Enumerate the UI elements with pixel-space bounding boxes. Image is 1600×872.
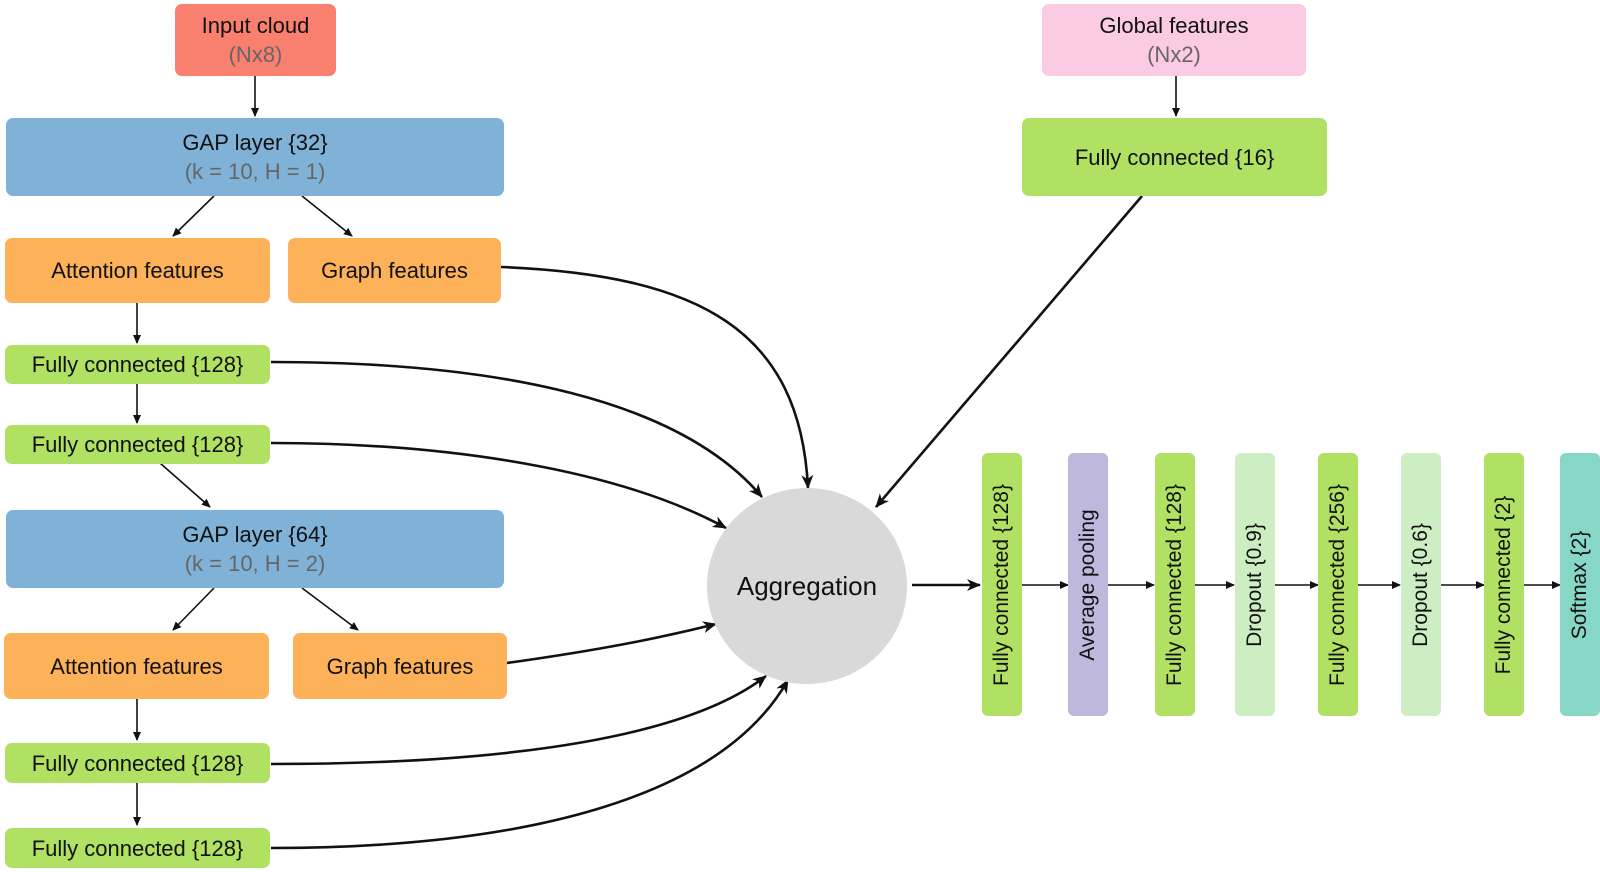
edge-graph1-aggregation (500, 265, 814, 489)
fully-connected-16-label: Fully connected {16} (1074, 144, 1275, 170)
global-features-title: Global features (1099, 13, 1249, 38)
graph-features-2-node: Graph features (293, 633, 507, 699)
gap-layer-64-title: GAP layer {64} (182, 522, 328, 547)
fully-connected-2a-label: Fully connected {128} (31, 750, 244, 776)
fully-connected-2b-label: Fully connected {128} (31, 835, 244, 861)
edge-gap2-attention2 (172, 587, 215, 631)
fully-connected-1a-node: Fully connected {128} (5, 345, 270, 384)
attention-features-2-node: Attention features (4, 633, 269, 699)
edge-gap2-graph2 (301, 587, 359, 631)
edge-gap1-graph1 (301, 195, 353, 237)
attention-features-1-label: Attention features (51, 258, 224, 283)
graph-features-1-node: Graph features (288, 238, 501, 303)
gap-layer-64-params: (k = 10, H = 2) (184, 551, 326, 576)
pipeline-label: Fully connected {128} (1163, 483, 1186, 686)
global-features-node: Global features (Nx2) (1042, 4, 1306, 76)
graph-features-2-label: Graph features (326, 653, 474, 679)
fully-connected-2b-node: Fully connected {128} (5, 828, 270, 868)
edge-fc2b-aggregation (270, 679, 790, 850)
gap-layer-32-node: GAP layer {32} (k = 10, H = 1) (6, 118, 504, 196)
gap-layer-64-node: GAP layer {64} (k = 10, H = 2) (6, 510, 504, 588)
fully-connected-1b-label: Fully connected {128} (31, 432, 244, 457)
pipeline-fully-connected-128a: Fully connected {128} (982, 453, 1022, 716)
pipeline-label: Fully connected {2} (1492, 495, 1515, 674)
gap-layer-32-title: GAP layer {32} (182, 130, 328, 155)
pipeline-softmax-2: Softmax {2} (1560, 453, 1600, 716)
pipeline-label: Dropout {0.6} (1409, 522, 1432, 647)
fully-connected-1a-label: Fully connected {128} (31, 352, 244, 377)
pipeline-fully-connected-2: Fully connected {2} (1484, 453, 1524, 716)
pipeline-label: Fully connected {256} (1326, 483, 1349, 686)
fully-connected-16-node: Fully connected {16} (1022, 118, 1327, 196)
edge-gap1-attention1 (172, 195, 215, 237)
pipeline-label: Average pooling (1076, 508, 1099, 661)
pipeline-fully-connected-256: Fully connected {256} (1318, 453, 1358, 716)
fully-connected-2a-node: Fully connected {128} (5, 743, 270, 783)
pipeline-dropout-09: Dropout {0.9} (1235, 453, 1275, 716)
attention-features-1-node: Attention features (5, 238, 270, 303)
edge-graph2-aggregation (506, 621, 717, 665)
aggregation-node: Aggregation (707, 488, 907, 684)
pipeline-label: Dropout {0.9} (1243, 522, 1266, 647)
pipeline-fully-connected-128b: Fully connected {128} (1155, 453, 1195, 716)
attention-features-2-label: Attention features (50, 653, 223, 679)
edge-fc1b-gap2 (159, 462, 211, 508)
pipeline-label: Fully connected {128} (990, 483, 1013, 686)
graph-features-1-label: Graph features (321, 258, 468, 283)
gap-layer-32-params: (k = 10, H = 1) (184, 159, 326, 184)
aggregation-label: Aggregation (736, 570, 878, 601)
input-cloud-title: Input cloud (201, 13, 310, 38)
global-features-shape: (Nx2) (1147, 42, 1201, 67)
pipeline-average-pooling: Average pooling (1068, 453, 1108, 716)
fully-connected-1b-node: Fully connected {128} (5, 425, 270, 464)
input-cloud-shape: (Nx8) (228, 42, 283, 67)
pipeline-label: Softmax {2} (1568, 530, 1591, 639)
input-cloud-node: Input cloud (Nx8) (175, 4, 336, 76)
edge-fc1a-aggregation (270, 360, 763, 498)
pipeline-dropout-06: Dropout {0.6} (1401, 453, 1441, 716)
